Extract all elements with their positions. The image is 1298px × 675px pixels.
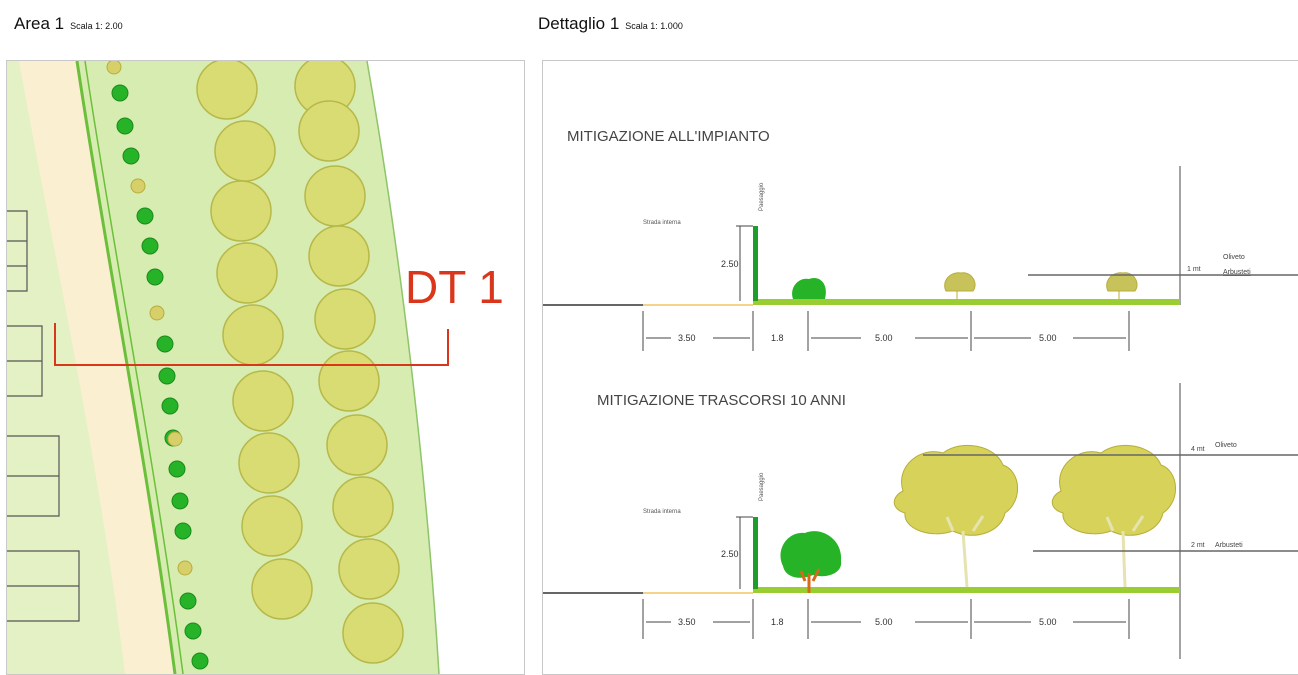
section-marker-label: DT 1 bbox=[405, 261, 504, 313]
section1-dim-row-2: 5.00 bbox=[1039, 333, 1057, 343]
section1-dim-road: 3.50 bbox=[678, 333, 696, 343]
yellow-shrubs bbox=[106, 61, 193, 576]
section1-fence bbox=[753, 226, 758, 301]
section2-fence-label: Paesaggio bbox=[759, 472, 765, 501]
area-plan-panel: DT 1 bbox=[6, 60, 525, 675]
section2-dim-row-1: 5.00 bbox=[875, 617, 893, 627]
buildings bbox=[7, 210, 80, 622]
section2-height-name-1: Oliveto bbox=[1215, 442, 1237, 449]
section2-fence bbox=[753, 517, 758, 589]
section2-dim-road: 3.50 bbox=[678, 617, 696, 627]
section2-heading: MITIGAZIONE TRASCORSI 10 ANNI bbox=[597, 392, 846, 409]
section2-olive-tree-2 bbox=[1051, 444, 1176, 588]
detail-section-drawing: MITIGAZIONE ALL'IMPIANTO 2.50 Strada int… bbox=[543, 128, 1298, 659]
area-plan-drawing: DT 1 bbox=[7, 61, 524, 674]
section1-green-ground bbox=[753, 299, 1180, 305]
road-strip bbox=[19, 61, 175, 674]
hedge-line bbox=[75, 61, 177, 674]
section1-dimension-lines bbox=[642, 311, 1130, 351]
area-scale: Scala 1: 2.00 bbox=[70, 21, 123, 31]
section1-heading: MITIGAZIONE ALL'IMPIANTO bbox=[567, 128, 770, 145]
outside-area bbox=[367, 61, 524, 674]
section1-fence-height: 2.50 bbox=[721, 259, 739, 269]
section1-height-name-1: Oliveto bbox=[1223, 254, 1245, 261]
detail-title: Dettaglio 1 bbox=[538, 14, 620, 33]
section2-dim-row-2: 5.00 bbox=[1039, 617, 1057, 627]
section1-height-value: 1 mt bbox=[1187, 266, 1201, 273]
area-title: Area 1 bbox=[14, 14, 65, 33]
section2-height-value-1: 4 mt bbox=[1191, 446, 1205, 453]
section2-green-ground bbox=[753, 587, 1180, 593]
detail-section-panel: MITIGAZIONE ALL'IMPIANTO 2.50 Strada int… bbox=[542, 60, 1298, 675]
hedge-line-2 bbox=[84, 61, 184, 674]
section1-olive-tree-1 bbox=[944, 272, 976, 299]
section2-road-label: Strada interna bbox=[643, 509, 681, 515]
field-edge bbox=[366, 61, 440, 674]
section2-dim-hedge: 1.8 bbox=[771, 617, 784, 627]
section1-road-label: Strada interna bbox=[643, 220, 681, 226]
section2-height-value-2: 2 mt bbox=[1191, 542, 1205, 549]
detail-scale: Scala 1: 1.000 bbox=[625, 21, 683, 31]
section-marker-line bbox=[54, 323, 449, 366]
section1-dim-row-1: 5.00 bbox=[875, 333, 893, 343]
section2-olive-tree-1 bbox=[893, 444, 1018, 588]
section1-fence-label: Paesaggio bbox=[759, 182, 765, 211]
detail-panel-title: Dettaglio 1 Scala 1: 1.000 bbox=[538, 14, 683, 34]
section1-olive-tree-2 bbox=[1106, 272, 1138, 299]
section2-shrub bbox=[780, 531, 842, 593]
section1-height-name-2: Arbusteti bbox=[1223, 269, 1251, 276]
section2-fence-height: 2.50 bbox=[721, 549, 739, 559]
section1-dim-hedge: 1.8 bbox=[771, 333, 784, 343]
section1-shrub bbox=[792, 277, 826, 299]
section2-dimension-lines bbox=[642, 599, 1130, 639]
section2-height-name-2: Arbusteti bbox=[1215, 542, 1243, 549]
area-panel-title: Area 1 Scala 1: 2.00 bbox=[14, 14, 123, 34]
